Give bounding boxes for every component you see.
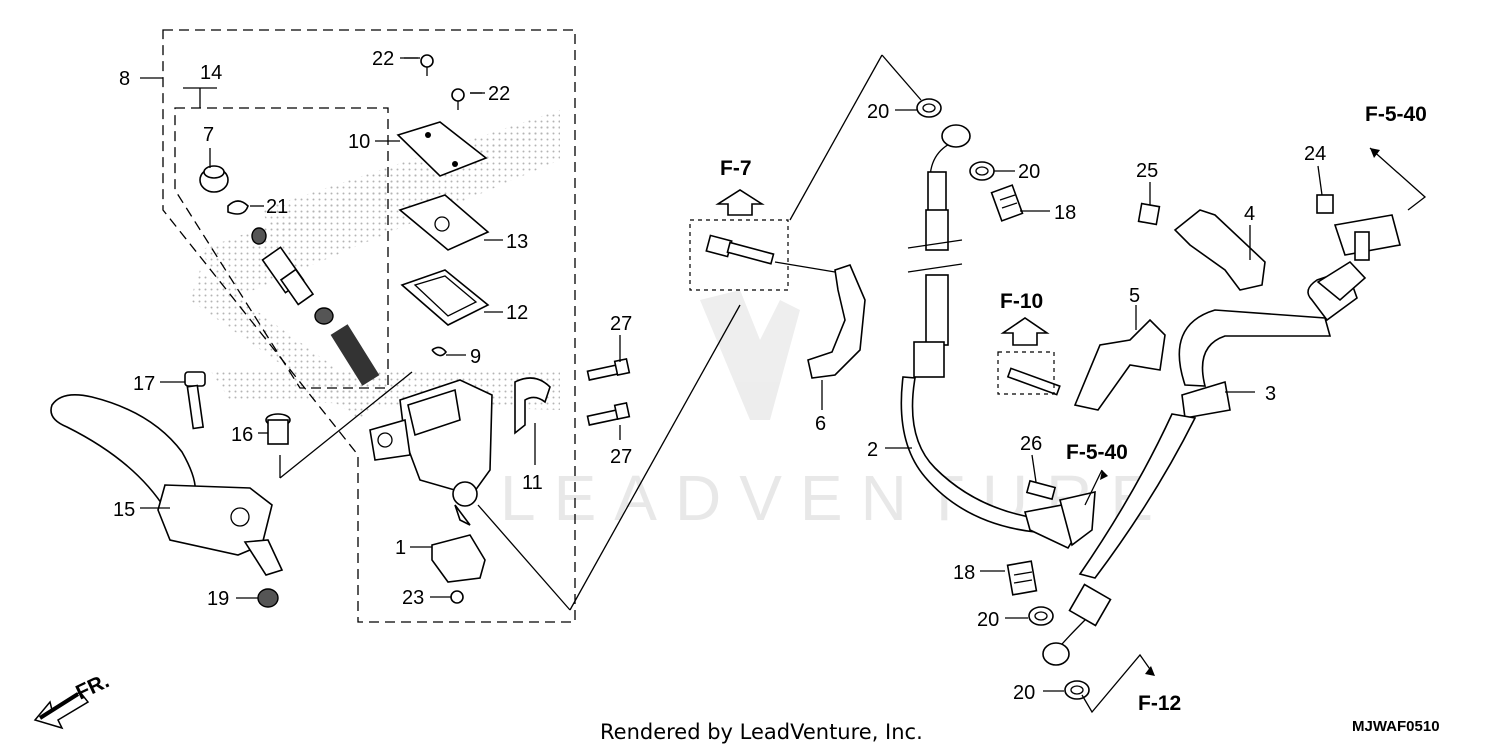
callout-18a: 18 bbox=[1054, 202, 1076, 224]
callout-21: 21 bbox=[266, 196, 288, 218]
callout-20d: 20 bbox=[1013, 682, 1035, 704]
callout-12: 12 bbox=[506, 302, 528, 324]
ref-f540-center: F-5-40 bbox=[1066, 441, 1128, 464]
callout-20c: 20 bbox=[977, 609, 999, 631]
ref-f10: F-10 bbox=[1000, 290, 1043, 313]
callout-2: 2 bbox=[867, 439, 878, 461]
credit-text: Rendered by LeadVenture, Inc. bbox=[600, 720, 923, 744]
callout-10: 10 bbox=[348, 131, 370, 153]
master-cylinder-parts bbox=[50, 54, 631, 608]
ref-f12: F-12 bbox=[1138, 692, 1181, 715]
callout-20b: 20 bbox=[1018, 161, 1040, 183]
callout-14: 14 bbox=[200, 62, 222, 84]
callout-22a: 22 bbox=[372, 48, 394, 70]
callout-4: 4 bbox=[1244, 203, 1255, 225]
callout-3: 3 bbox=[1265, 383, 1276, 405]
callout-19: 19 bbox=[207, 588, 229, 610]
callout-26: 26 bbox=[1020, 433, 1042, 455]
callout-16: 16 bbox=[231, 424, 253, 446]
callout-11: 11 bbox=[522, 472, 543, 494]
callout-23: 23 bbox=[402, 587, 424, 609]
callout-7: 7 bbox=[203, 124, 214, 146]
callout-9: 9 bbox=[470, 346, 481, 368]
callout-22b: 22 bbox=[488, 83, 510, 105]
callout-17: 17 bbox=[133, 373, 155, 395]
callout-8: 8 bbox=[119, 68, 130, 90]
callout-13: 13 bbox=[506, 231, 528, 253]
callout-labels: 8 14 7 21 22 22 10 13 12 9 11 27 27 17 1… bbox=[113, 48, 1326, 704]
callout-18b: 18 bbox=[953, 562, 975, 584]
callout-25: 25 bbox=[1136, 160, 1158, 182]
leader-lines bbox=[140, 57, 1323, 692]
front-direction-arrow: FR. bbox=[33, 669, 113, 730]
callout-5: 5 bbox=[1129, 285, 1140, 307]
hose-2 bbox=[900, 98, 1096, 550]
callout-27a: 27 bbox=[610, 313, 632, 335]
brackets bbox=[705, 202, 1266, 411]
ref-f540-right: F-5-40 bbox=[1365, 103, 1427, 126]
callout-1: 1 bbox=[395, 537, 406, 559]
callout-27b: 27 bbox=[610, 446, 632, 468]
assembly-outline bbox=[140, 29, 576, 623]
reference-boxes bbox=[477, 54, 1427, 714]
hose-3 bbox=[1006, 194, 1401, 700]
callout-6: 6 bbox=[815, 413, 826, 435]
callout-20a: 20 bbox=[867, 101, 889, 123]
diagram-code: MJWAF0510 bbox=[1352, 718, 1440, 735]
reference-labels: F-7 F-10 F-5-40 F-5-40 F-12 bbox=[720, 103, 1427, 715]
ref-f7: F-7 bbox=[720, 157, 752, 180]
callout-15: 15 bbox=[113, 499, 135, 521]
callout-24: 24 bbox=[1304, 143, 1326, 165]
